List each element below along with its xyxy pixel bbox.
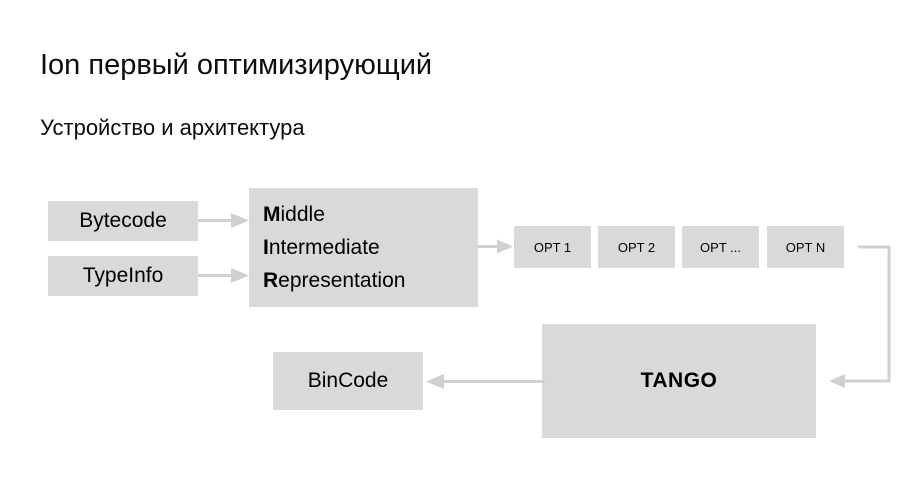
mir-rest-intermediate: ntermediate bbox=[268, 236, 380, 259]
node-typeinfo-label: TypeInfo bbox=[82, 264, 164, 287]
node-opt-ellipsis[interactable]: OPT ... bbox=[682, 226, 759, 268]
node-bytecode-label: Bytecode bbox=[79, 209, 167, 232]
node-tango-label: TANGO bbox=[640, 369, 718, 392]
node-bytecode[interactable]: Bytecode bbox=[48, 201, 198, 241]
mir-line-intermediate: Intermediate bbox=[263, 234, 405, 261]
mir-label-group: Middle Intermediate Representation bbox=[263, 201, 405, 294]
node-opt-1-label: OPT 1 bbox=[533, 239, 572, 255]
node-bincode[interactable]: BinCode bbox=[273, 352, 423, 410]
node-tango[interactable]: TANGO bbox=[542, 324, 816, 438]
mir-accent-r: R bbox=[263, 269, 279, 292]
mir-line-middle: Middle bbox=[263, 201, 405, 228]
node-typeinfo[interactable]: TypeInfo bbox=[48, 256, 198, 296]
mir-rest-middle: iddle bbox=[280, 203, 325, 226]
connector-tango-to-bincode-arrow-icon bbox=[423, 370, 545, 394]
node-opt-1[interactable]: OPT 1 bbox=[514, 226, 591, 268]
page-subtitle: Устройство и архитектура bbox=[40, 115, 305, 140]
page-title: Ion первый оптимизирующий bbox=[40, 49, 433, 81]
mir-line-representation: Representation bbox=[263, 267, 405, 294]
mir-rest-representation: epresentation bbox=[278, 269, 406, 292]
node-bincode-label: BinCode bbox=[307, 369, 389, 392]
connector-opt-n-to-tango-arrow-icon bbox=[829, 236, 893, 396]
node-opt-n-label: OPT N bbox=[785, 239, 826, 255]
node-opt-n[interactable]: OPT N bbox=[767, 226, 844, 268]
connector-typeinfo-to-mir-arrow-icon bbox=[198, 264, 252, 288]
mir-accent-m: M bbox=[263, 203, 281, 226]
node-middle-intermediate-representation[interactable]: Middle Intermediate Representation bbox=[249, 188, 478, 307]
node-opt-ellipsis-label: OPT ... bbox=[700, 239, 741, 255]
node-opt-2[interactable]: OPT 2 bbox=[598, 226, 675, 268]
node-opt-2-label: OPT 2 bbox=[617, 239, 656, 255]
mir-accent-i: I bbox=[263, 236, 269, 259]
connector-bytecode-to-mir-arrow-icon bbox=[198, 209, 252, 233]
connector-mir-to-opt-arrow-icon bbox=[478, 235, 516, 259]
